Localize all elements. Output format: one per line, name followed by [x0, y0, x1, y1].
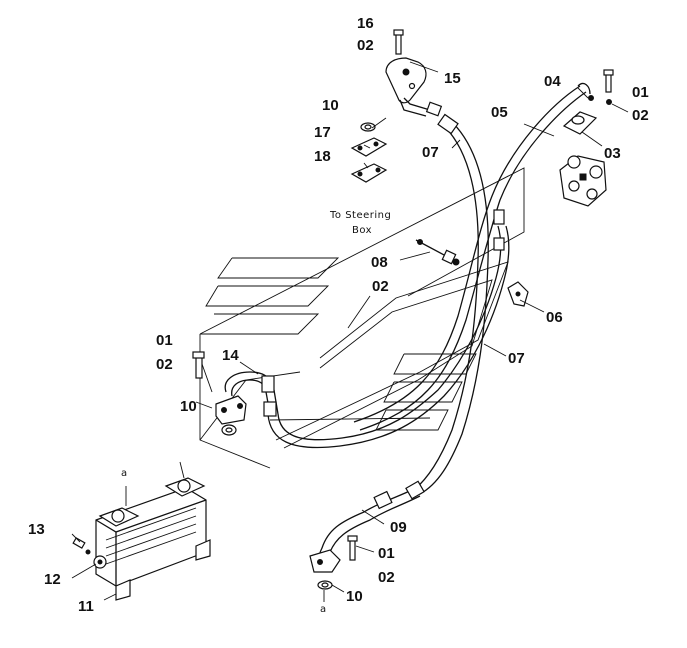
leader-lines: [71, 61, 629, 601]
part-label-06: 06: [546, 309, 563, 326]
part-label-10-top: 10: [322, 97, 339, 114]
plug-13: [72, 537, 91, 555]
valve-block: [559, 155, 607, 207]
part-label-07-top: 07: [422, 144, 439, 161]
part-label-02-right: 02: [632, 107, 649, 124]
part-label-01-bottom: 01: [378, 545, 395, 562]
fitting-08: [415, 239, 460, 266]
bracket-15: [385, 57, 427, 104]
part-label-11: 11: [78, 598, 94, 615]
fitting-06: [507, 281, 529, 307]
flange-bottom: [309, 549, 341, 573]
part-label-02-mid: 02: [372, 278, 389, 295]
part-label-08: 08: [371, 254, 388, 271]
washer-02-right: [606, 99, 612, 105]
part-label-12: 12: [44, 571, 61, 588]
flange-03: [562, 111, 598, 135]
oring-04: [588, 95, 594, 101]
part-label-09: 09: [390, 519, 407, 536]
part-label-01-left: 01: [156, 332, 173, 349]
bolt-01-right: [603, 69, 614, 93]
plug-12: [93, 555, 107, 569]
washer-10-top: [360, 122, 376, 132]
hose-07-upper: [413, 121, 489, 495]
washer-10-bottom: [317, 580, 333, 590]
flange-18: [350, 163, 388, 183]
hose-05: [353, 82, 591, 431]
washer-10-left: [221, 424, 237, 436]
reference-mark-a-bottom: a: [320, 604, 326, 615]
flange-left: [215, 395, 247, 425]
bolt-01-bottom: [347, 535, 358, 561]
bolt-01-left: [192, 351, 205, 379]
reference-mark-a-cooler: a: [121, 468, 127, 479]
part-label-05: 05: [491, 104, 508, 121]
note-to-steering-box-line1: To Steering: [329, 210, 391, 221]
part-label-15: 15: [444, 70, 461, 87]
machine-frame-outline: [199, 167, 525, 469]
hose-end-fittings: [373, 209, 505, 510]
part-label-02-bottom: 02: [378, 569, 395, 586]
bolt-16: [393, 29, 404, 55]
part-label-13: 13: [28, 521, 45, 538]
hose-02-return: [267, 225, 510, 449]
part-label-04: 04: [544, 73, 561, 90]
part-label-03: 03: [604, 145, 621, 162]
oil-cooler-11: [95, 461, 211, 601]
tube-to-steering: [399, 97, 459, 135]
part-label-17: 17: [314, 124, 331, 141]
part-label-01-right: 01: [632, 84, 649, 101]
note-to-steering-box-line2: Box: [352, 225, 372, 236]
part-label-16: 16: [357, 15, 374, 32]
part-label-02-top: 02: [357, 37, 374, 54]
part-label-10-left: 10: [180, 398, 197, 415]
part-label-07-mid: 07: [508, 350, 525, 367]
part-label-18: 18: [314, 148, 331, 165]
part-label-02-left: 02: [156, 356, 173, 373]
fittings-14: [261, 375, 277, 417]
part-label-14: 14: [222, 347, 239, 364]
part-label-10-bottom: 10: [346, 588, 363, 605]
